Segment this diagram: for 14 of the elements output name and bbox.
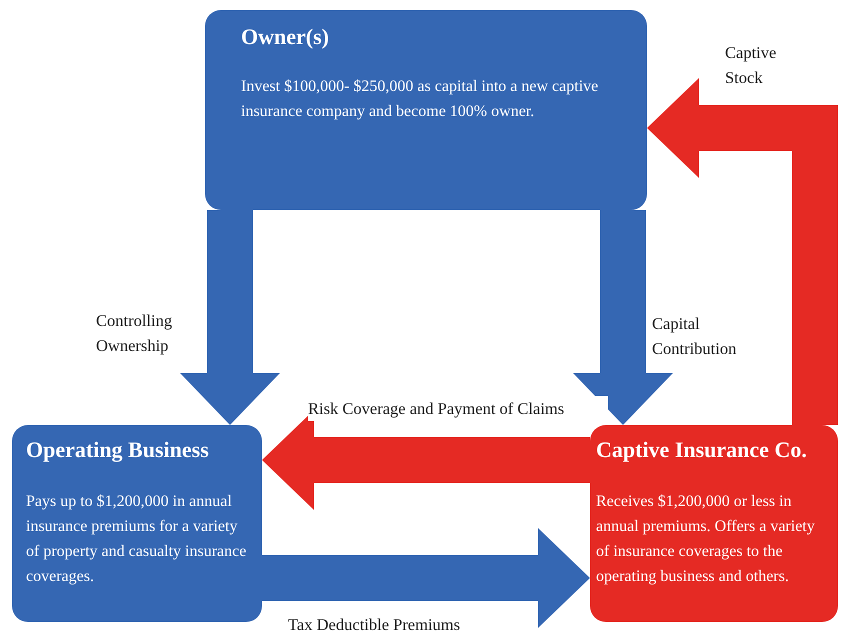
block-arrow bbox=[647, 78, 838, 425]
edge-label: Risk Coverage and Payment of Claims bbox=[308, 396, 608, 421]
box-title: Operating Business bbox=[26, 437, 209, 463]
process-box bbox=[590, 425, 838, 622]
box-description: Invest $100,000- $250,000 as capital into a new captive insurance company and become 100% owner. bbox=[241, 77, 600, 122]
block-arrow bbox=[573, 210, 673, 425]
box-description: Pays up to $1,200,000 in annual insurance premiums for a variety of property and casualty insurance coverages. bbox=[26, 492, 248, 587]
box-title: Owner(s) bbox=[241, 24, 329, 50]
block-arrow bbox=[262, 528, 590, 628]
box-title: Captive Insurance Co. bbox=[596, 437, 807, 463]
process-box bbox=[205, 10, 647, 210]
block-arrow bbox=[180, 210, 280, 425]
box-description: Receives $1,200,000 or less in annual premiums. Offers a variety of insurance coverages to the operating business and others. bbox=[596, 492, 816, 587]
process-box bbox=[12, 425, 262, 622]
